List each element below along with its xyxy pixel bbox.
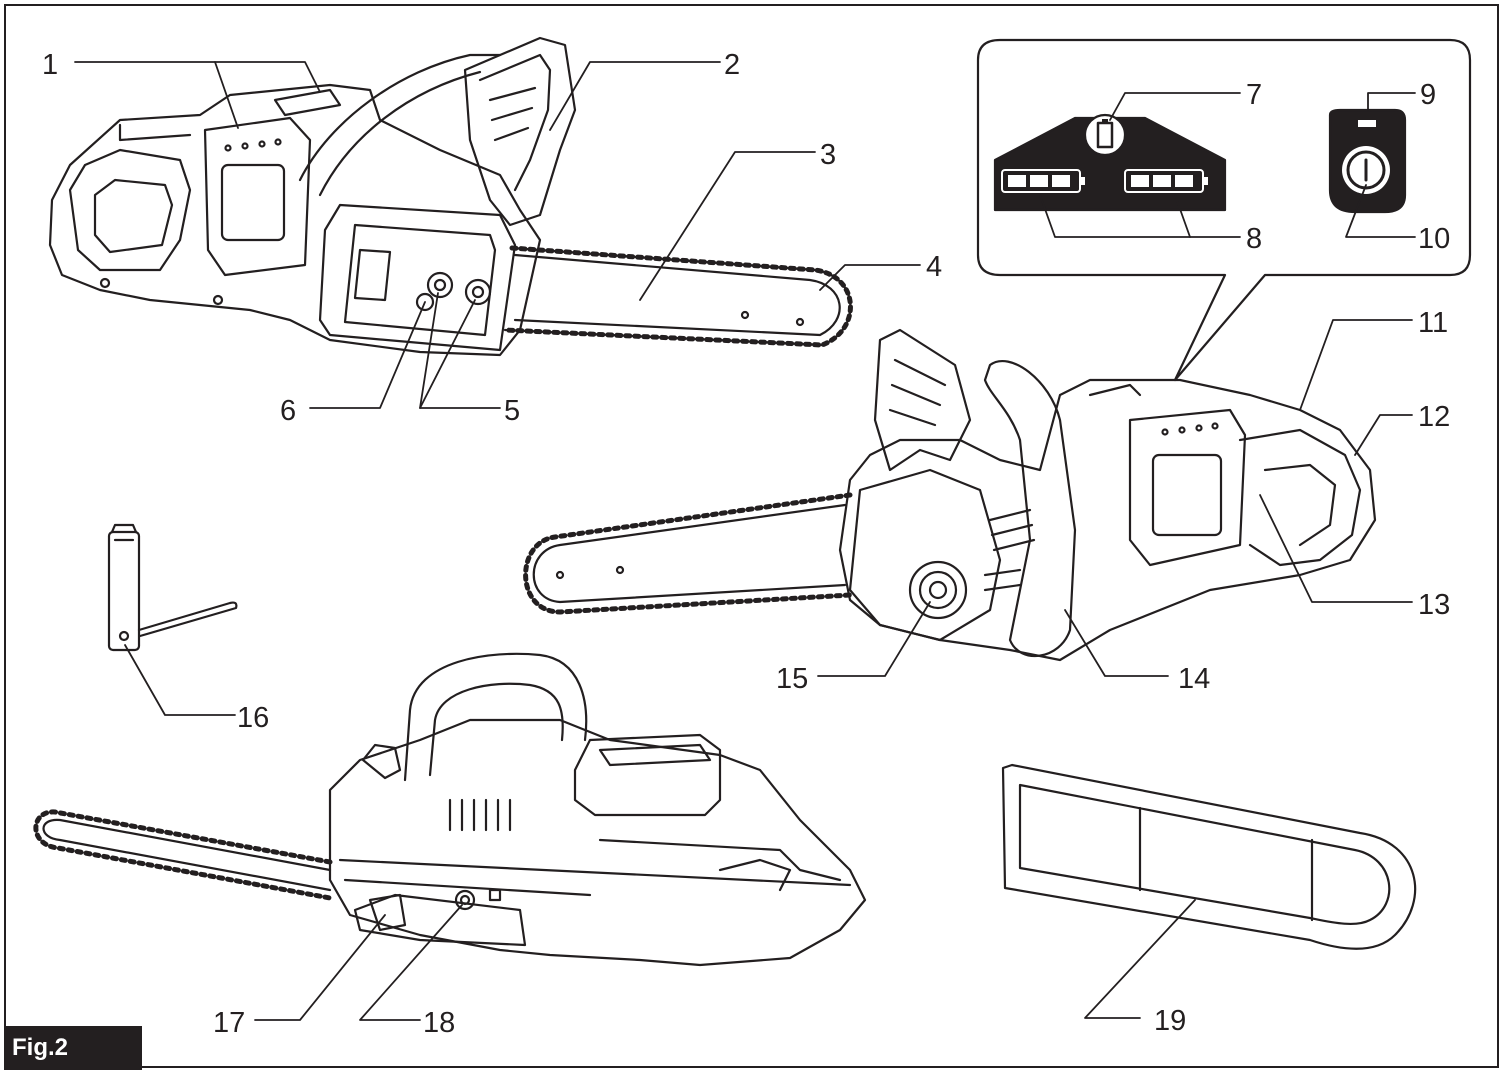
guide-bar-cover [1001,763,1417,950]
callout-10: 10 [1418,223,1450,255]
callout-7: 7 [1246,79,1262,111]
chainsaw-front-view [523,328,1377,662]
callout-4: 4 [926,251,942,283]
callout-6: 6 [280,395,296,427]
figure-label: Fig.2 [4,1026,142,1070]
callout-12: 12 [1418,401,1450,433]
callout-1: 1 [42,49,58,81]
callout-2: 2 [724,49,740,81]
callout-16: 16 [237,702,269,734]
callout-8: 8 [1246,223,1262,255]
socket-wrench [107,523,238,652]
callout-5: 5 [504,395,520,427]
callout-3: 3 [820,139,836,171]
callout-11: 11 [1418,307,1448,339]
callout-numbers: 1 2 3 4 5 6 7 8 9 10 11 12 13 14 15 16 1… [42,49,1450,1039]
control-panel-detail [976,38,1472,382]
callout-15: 15 [776,663,808,695]
callout-14: 14 [1178,663,1210,695]
callout-18: 18 [423,1007,455,1039]
chainsaw-side-view [48,36,853,357]
callout-19: 19 [1154,1005,1186,1037]
leader-lines [74,61,1416,1021]
callout-9: 9 [1420,79,1436,111]
chainsaw-underside-view [33,652,867,967]
callout-13: 13 [1418,589,1450,621]
callout-17: 17 [213,1007,245,1039]
figure-frame [4,4,1499,1068]
